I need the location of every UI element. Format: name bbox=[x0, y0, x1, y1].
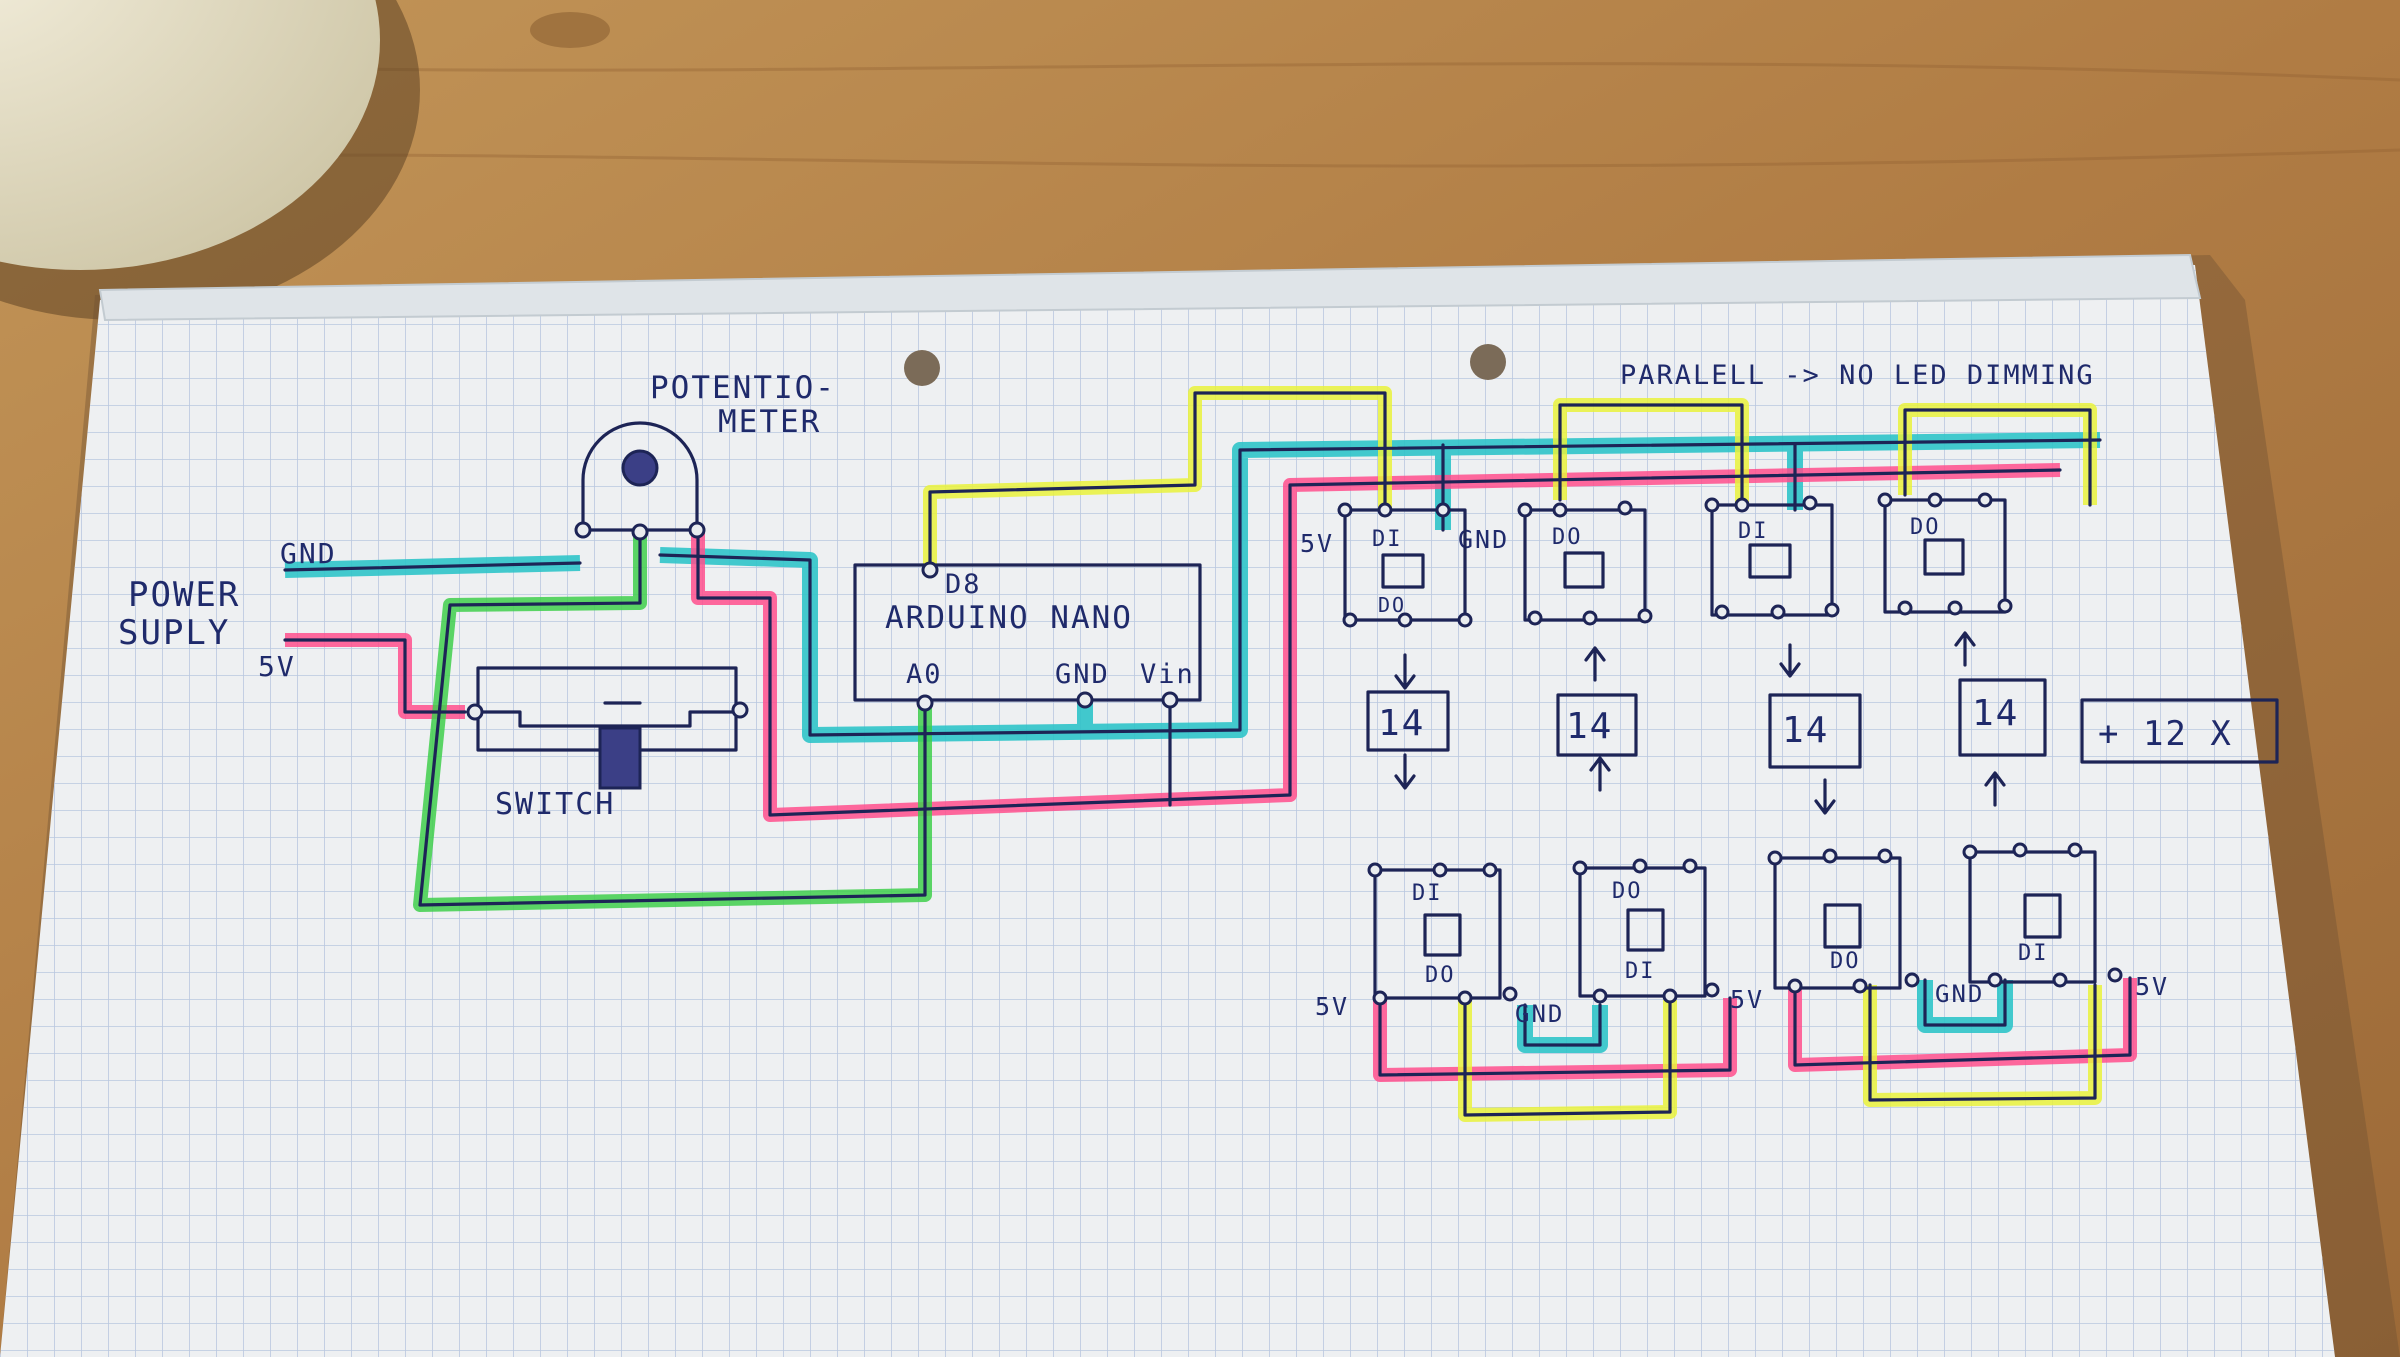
parallel-note: PARALELL -> NO LED DIMMING bbox=[1620, 360, 2095, 391]
wood-knot bbox=[530, 12, 610, 48]
five-volt-label: 5V bbox=[1300, 529, 1334, 558]
graph-paper-grid bbox=[0, 265, 2335, 1357]
repeat-note-box: + 12 X bbox=[2080, 698, 2279, 764]
five-volt-label: 5V bbox=[1730, 985, 1764, 1014]
led-count-box: 14 bbox=[1958, 678, 2047, 757]
led-pin-label: DI bbox=[1372, 527, 1403, 552]
led-count-value: 14 bbox=[1782, 710, 1829, 751]
punch-hole bbox=[904, 350, 940, 386]
led-module: DO bbox=[1767, 848, 1920, 994]
led-pin-label: DO bbox=[1830, 949, 1861, 974]
led-module: DI DO bbox=[1367, 862, 1518, 1006]
potentiometer bbox=[574, 421, 706, 541]
led-module: DO bbox=[1877, 492, 2013, 616]
potentiometer-label: POTENTIO- bbox=[650, 370, 836, 406]
led-pin-label: DI bbox=[2018, 941, 2049, 966]
led-count-value: 14 bbox=[1972, 693, 2019, 734]
repeat-note: + 12 X bbox=[2098, 714, 2233, 754]
arduino-label: ARDUINO NANO bbox=[885, 600, 1133, 636]
led-count-box: 14 bbox=[1768, 693, 1862, 769]
five-volt-label: 5V bbox=[258, 650, 296, 683]
ink-wires bbox=[283, 391, 2132, 1117]
led-module: DI bbox=[1704, 495, 1840, 620]
power-supply-label: SUPLY bbox=[118, 613, 230, 653]
gnd-pin-label: GND bbox=[1055, 659, 1110, 690]
gnd-label: GND bbox=[1515, 1000, 1564, 1028]
led-module: DI bbox=[1962, 842, 2123, 988]
led-count-box: 14 bbox=[1366, 690, 1450, 752]
led-count-value: 14 bbox=[1378, 703, 1425, 744]
five-volt-label: 5V bbox=[2135, 972, 2169, 1001]
led-pin-label: DI bbox=[1738, 519, 1769, 544]
led-module: DI DO bbox=[1337, 502, 1473, 628]
a0-pin-label: A0 bbox=[906, 659, 943, 690]
led-pin-label: DI bbox=[1625, 959, 1656, 984]
led-count-value: 14 bbox=[1566, 706, 1613, 747]
paper-binding-strip bbox=[98, 253, 2202, 322]
d8-pin-label: D8 bbox=[945, 569, 982, 600]
switch bbox=[466, 666, 749, 790]
led-pin-label: DO bbox=[1425, 963, 1456, 988]
led-pin-label: DO bbox=[1612, 879, 1643, 904]
gnd-label: GND bbox=[280, 537, 337, 570]
switch-label: SWITCH bbox=[495, 787, 615, 822]
led-pin-label: DO bbox=[1378, 593, 1406, 617]
led-pin-label: DO bbox=[1910, 515, 1941, 540]
flow-arrows bbox=[1394, 631, 2006, 815]
five-volt-label: 5V bbox=[1315, 992, 1349, 1021]
led-count-box: 14 bbox=[1556, 693, 1638, 757]
lamp-base bbox=[0, 0, 420, 320]
power-supply-label: POWER bbox=[128, 575, 240, 615]
arduino-nano bbox=[853, 561, 1202, 712]
gnd-label: GND bbox=[1935, 980, 1984, 1008]
vin-pin-label: Vin bbox=[1140, 659, 1195, 690]
led-pin-label: DO bbox=[1552, 525, 1583, 550]
led-module: DO DI bbox=[1572, 858, 1720, 1004]
led-module: DO bbox=[1517, 500, 1653, 626]
led-pin-label: DI bbox=[1412, 881, 1443, 906]
punch-hole bbox=[1470, 344, 1506, 380]
potentiometer-label: METER bbox=[718, 404, 821, 440]
